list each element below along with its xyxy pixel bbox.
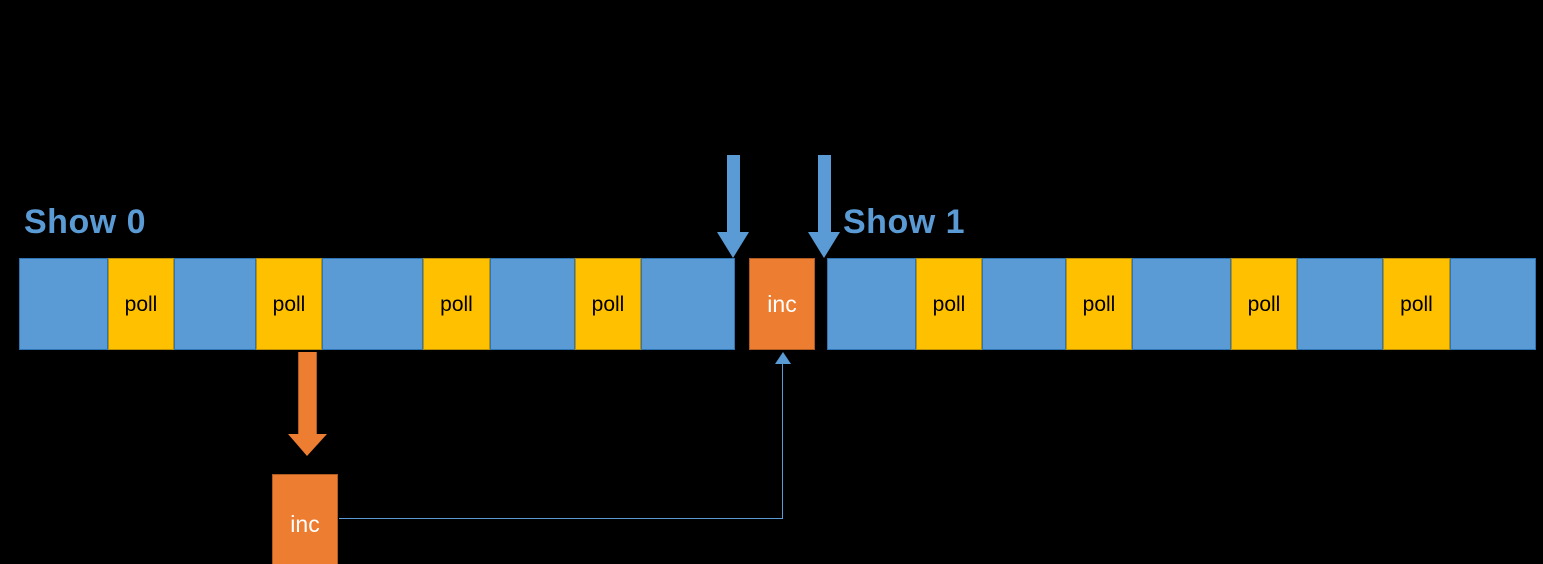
idle-block[interactable] (641, 258, 735, 350)
poll-block[interactable]: poll (1066, 258, 1132, 350)
return-connector-horizontal-line (339, 518, 783, 519)
interrupt-arrow-2-icon (808, 155, 841, 258)
poll-block-label: poll (124, 292, 158, 316)
arrow-head (717, 232, 749, 258)
arrow-shaft (818, 155, 831, 232)
dispatch-arrow-icon (288, 352, 327, 456)
arrow-shaft (727, 155, 740, 232)
show-1-label: Show 1 (843, 203, 966, 241)
inc-block-inline[interactable]: inc (749, 258, 815, 350)
show-0-label: Show 0 (24, 203, 147, 241)
idle-block[interactable] (322, 258, 423, 350)
poll-block[interactable]: poll (256, 258, 322, 350)
poll-block-label: poll (1247, 292, 1281, 316)
timeline-show-0: poll poll poll poll (19, 258, 735, 350)
poll-block[interactable]: poll (575, 258, 641, 350)
poll-block-label: poll (1400, 292, 1433, 316)
return-connector-arrowhead-icon (775, 352, 791, 364)
idle-block[interactable] (827, 258, 916, 350)
idle-block[interactable] (490, 258, 575, 350)
idle-block[interactable] (19, 258, 108, 350)
poll-block-label: poll (932, 292, 966, 316)
arrow-shaft (298, 352, 317, 434)
interrupt-arrow-1-icon (717, 155, 750, 258)
idle-block[interactable] (1132, 258, 1231, 350)
idle-block[interactable] (982, 258, 1066, 350)
poll-block[interactable]: poll (1383, 258, 1450, 350)
timeline-show-1: poll poll poll poll (827, 258, 1536, 350)
arrow-head (808, 232, 840, 258)
idle-block[interactable] (1297, 258, 1383, 350)
poll-block[interactable]: poll (423, 258, 490, 350)
poll-block[interactable]: poll (916, 258, 982, 350)
poll-block-label: poll (1082, 292, 1116, 316)
poll-block-label: poll (591, 292, 625, 316)
idle-block[interactable] (1450, 258, 1536, 350)
poll-block-label: poll (440, 292, 473, 316)
inc-block-handler-label: inc (290, 510, 320, 537)
poll-block-label: poll (272, 292, 306, 316)
poll-block[interactable]: poll (1231, 258, 1297, 350)
return-connector-vertical-line (782, 362, 783, 519)
inc-block-handler[interactable]: inc (272, 474, 338, 564)
idle-block[interactable] (174, 258, 256, 350)
arrow-head (288, 434, 327, 456)
poll-block[interactable]: poll (108, 258, 174, 350)
inc-block-inline-label: inc (767, 290, 797, 317)
